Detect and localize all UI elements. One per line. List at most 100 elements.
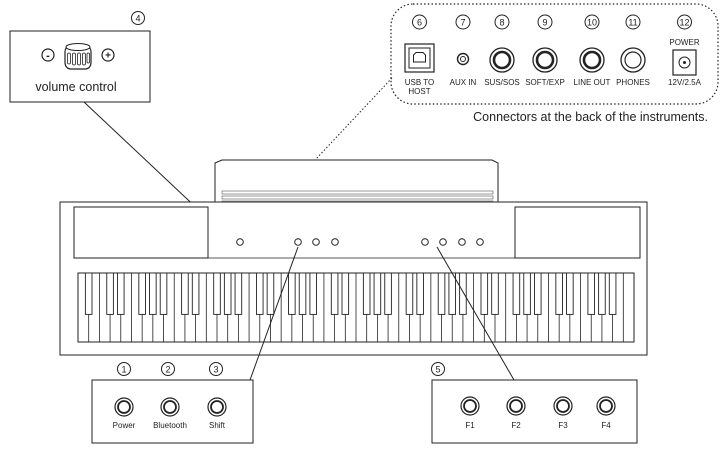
black-key xyxy=(84,272,93,315)
phones-jack-icon xyxy=(620,47,646,73)
connector-number-circle xyxy=(677,14,692,30)
black-key xyxy=(159,272,168,315)
black-key xyxy=(213,272,221,315)
connector-number: 7 xyxy=(460,18,465,28)
connector-label-phones: PHONES xyxy=(616,78,650,87)
volume-plus-label: + xyxy=(105,51,111,62)
black-key xyxy=(598,272,606,315)
panel-f3-button xyxy=(458,238,466,246)
panel-f1-button xyxy=(421,238,429,246)
power-button-label: Power xyxy=(113,421,136,430)
callout-number-bluetooth: 2 xyxy=(165,365,170,375)
black-key xyxy=(138,272,146,315)
black-key xyxy=(256,272,264,315)
black-key xyxy=(223,272,232,315)
connector-number-circle xyxy=(625,14,641,30)
f3-button-label: F3 xyxy=(558,421,568,430)
black-key xyxy=(362,272,371,315)
soft-exp-jack-icon xyxy=(532,47,558,73)
panel-shift-button xyxy=(331,238,339,246)
panel-f4-button xyxy=(476,238,484,246)
connector-number: 6 xyxy=(417,18,422,28)
connector-number-circle xyxy=(584,14,600,30)
connector-label-aux: AUX IN xyxy=(450,78,477,87)
connectors-callout: 6 7 8 9 10 11 12 xyxy=(390,3,719,105)
connector-number: 12 xyxy=(679,18,689,28)
f1-button-label: F1 xyxy=(465,421,475,430)
volume-label: volume control xyxy=(35,80,116,94)
f2-button-label: F2 xyxy=(511,421,521,430)
connector-number: 11 xyxy=(628,18,637,28)
connectors-caption: Connectors at the back of the instrument… xyxy=(473,110,708,124)
callout-number: 4 xyxy=(135,14,140,24)
black-key xyxy=(448,272,456,315)
piano-body xyxy=(59,201,648,356)
black-key xyxy=(373,272,382,315)
black-key xyxy=(117,272,125,315)
connector-label-usb: USB TO xyxy=(405,78,435,87)
black-key xyxy=(341,272,350,315)
black-key xyxy=(555,272,563,315)
black-key xyxy=(587,272,595,315)
connector-label-usb-line2: HOST xyxy=(408,87,430,96)
connector-label-soft: SOFT/EXP xyxy=(525,78,565,87)
volume-box xyxy=(9,30,151,103)
black-key xyxy=(106,272,114,315)
connector-number-circle xyxy=(412,14,427,30)
black-key xyxy=(523,272,531,315)
black-key xyxy=(149,272,157,315)
callout-number-function: 5 xyxy=(435,365,440,375)
usb-b-port-icon xyxy=(404,43,435,73)
black-key xyxy=(288,272,296,315)
black-key xyxy=(298,272,307,315)
black-key xyxy=(480,272,489,315)
connector-number: 10 xyxy=(587,18,597,28)
connector-number-circle xyxy=(537,14,553,30)
black-key xyxy=(459,272,467,315)
black-key xyxy=(266,272,275,315)
connector-label-sus: SUS/SOS xyxy=(484,78,520,87)
left-panel-leader-line xyxy=(249,246,299,381)
connector-number-circle xyxy=(455,14,471,30)
right-speaker-grille xyxy=(514,206,641,259)
left-button-callout: 1 2 3 Power Bluetooth Shift xyxy=(91,362,254,444)
shift-button-label: Shift xyxy=(209,421,226,430)
panel-bluetooth-button xyxy=(312,238,320,246)
sus-sos-jack-icon xyxy=(489,47,515,73)
connector-number: 8 xyxy=(499,18,504,28)
connector-label-dc: 12V/2.5A xyxy=(668,78,702,87)
black-key xyxy=(437,272,446,315)
black-key xyxy=(512,272,521,315)
black-key xyxy=(181,272,189,315)
black-key xyxy=(608,272,617,315)
volume-knob-icon xyxy=(64,43,92,70)
callout-number-shift: 3 xyxy=(213,365,218,375)
volume-minus-icon xyxy=(41,48,55,62)
panel-f2-button xyxy=(439,238,447,246)
connector-number-circle xyxy=(494,14,510,30)
black-key xyxy=(384,272,392,315)
callout-number-circle xyxy=(131,11,145,25)
black-key xyxy=(330,272,339,315)
left-speaker-grille xyxy=(73,206,209,259)
black-key xyxy=(234,272,243,315)
volume-callout: 4 - + volume control xyxy=(9,11,151,103)
keyboard-keys xyxy=(84,272,624,342)
right-button-callout: 5 F1 F2 F3 F4 xyxy=(431,362,638,444)
f4-button-label: F4 xyxy=(601,421,611,430)
volume-minus-label: - xyxy=(46,50,50,62)
bluetooth-button-label: Bluetooth xyxy=(153,421,187,430)
black-key xyxy=(416,272,424,315)
connector-label-line-out: LINE OUT xyxy=(574,78,611,87)
connector-number: 9 xyxy=(542,18,547,28)
aux-jack-icon xyxy=(456,52,470,66)
black-key xyxy=(309,272,317,315)
black-key xyxy=(405,272,414,315)
volume-plus-icon xyxy=(101,48,115,62)
connector-label-power: POWER xyxy=(669,38,699,47)
dc-power-jack-icon xyxy=(672,49,697,76)
black-key xyxy=(566,272,574,315)
right-panel-leader-line xyxy=(436,246,515,381)
connectors-box xyxy=(390,3,719,105)
